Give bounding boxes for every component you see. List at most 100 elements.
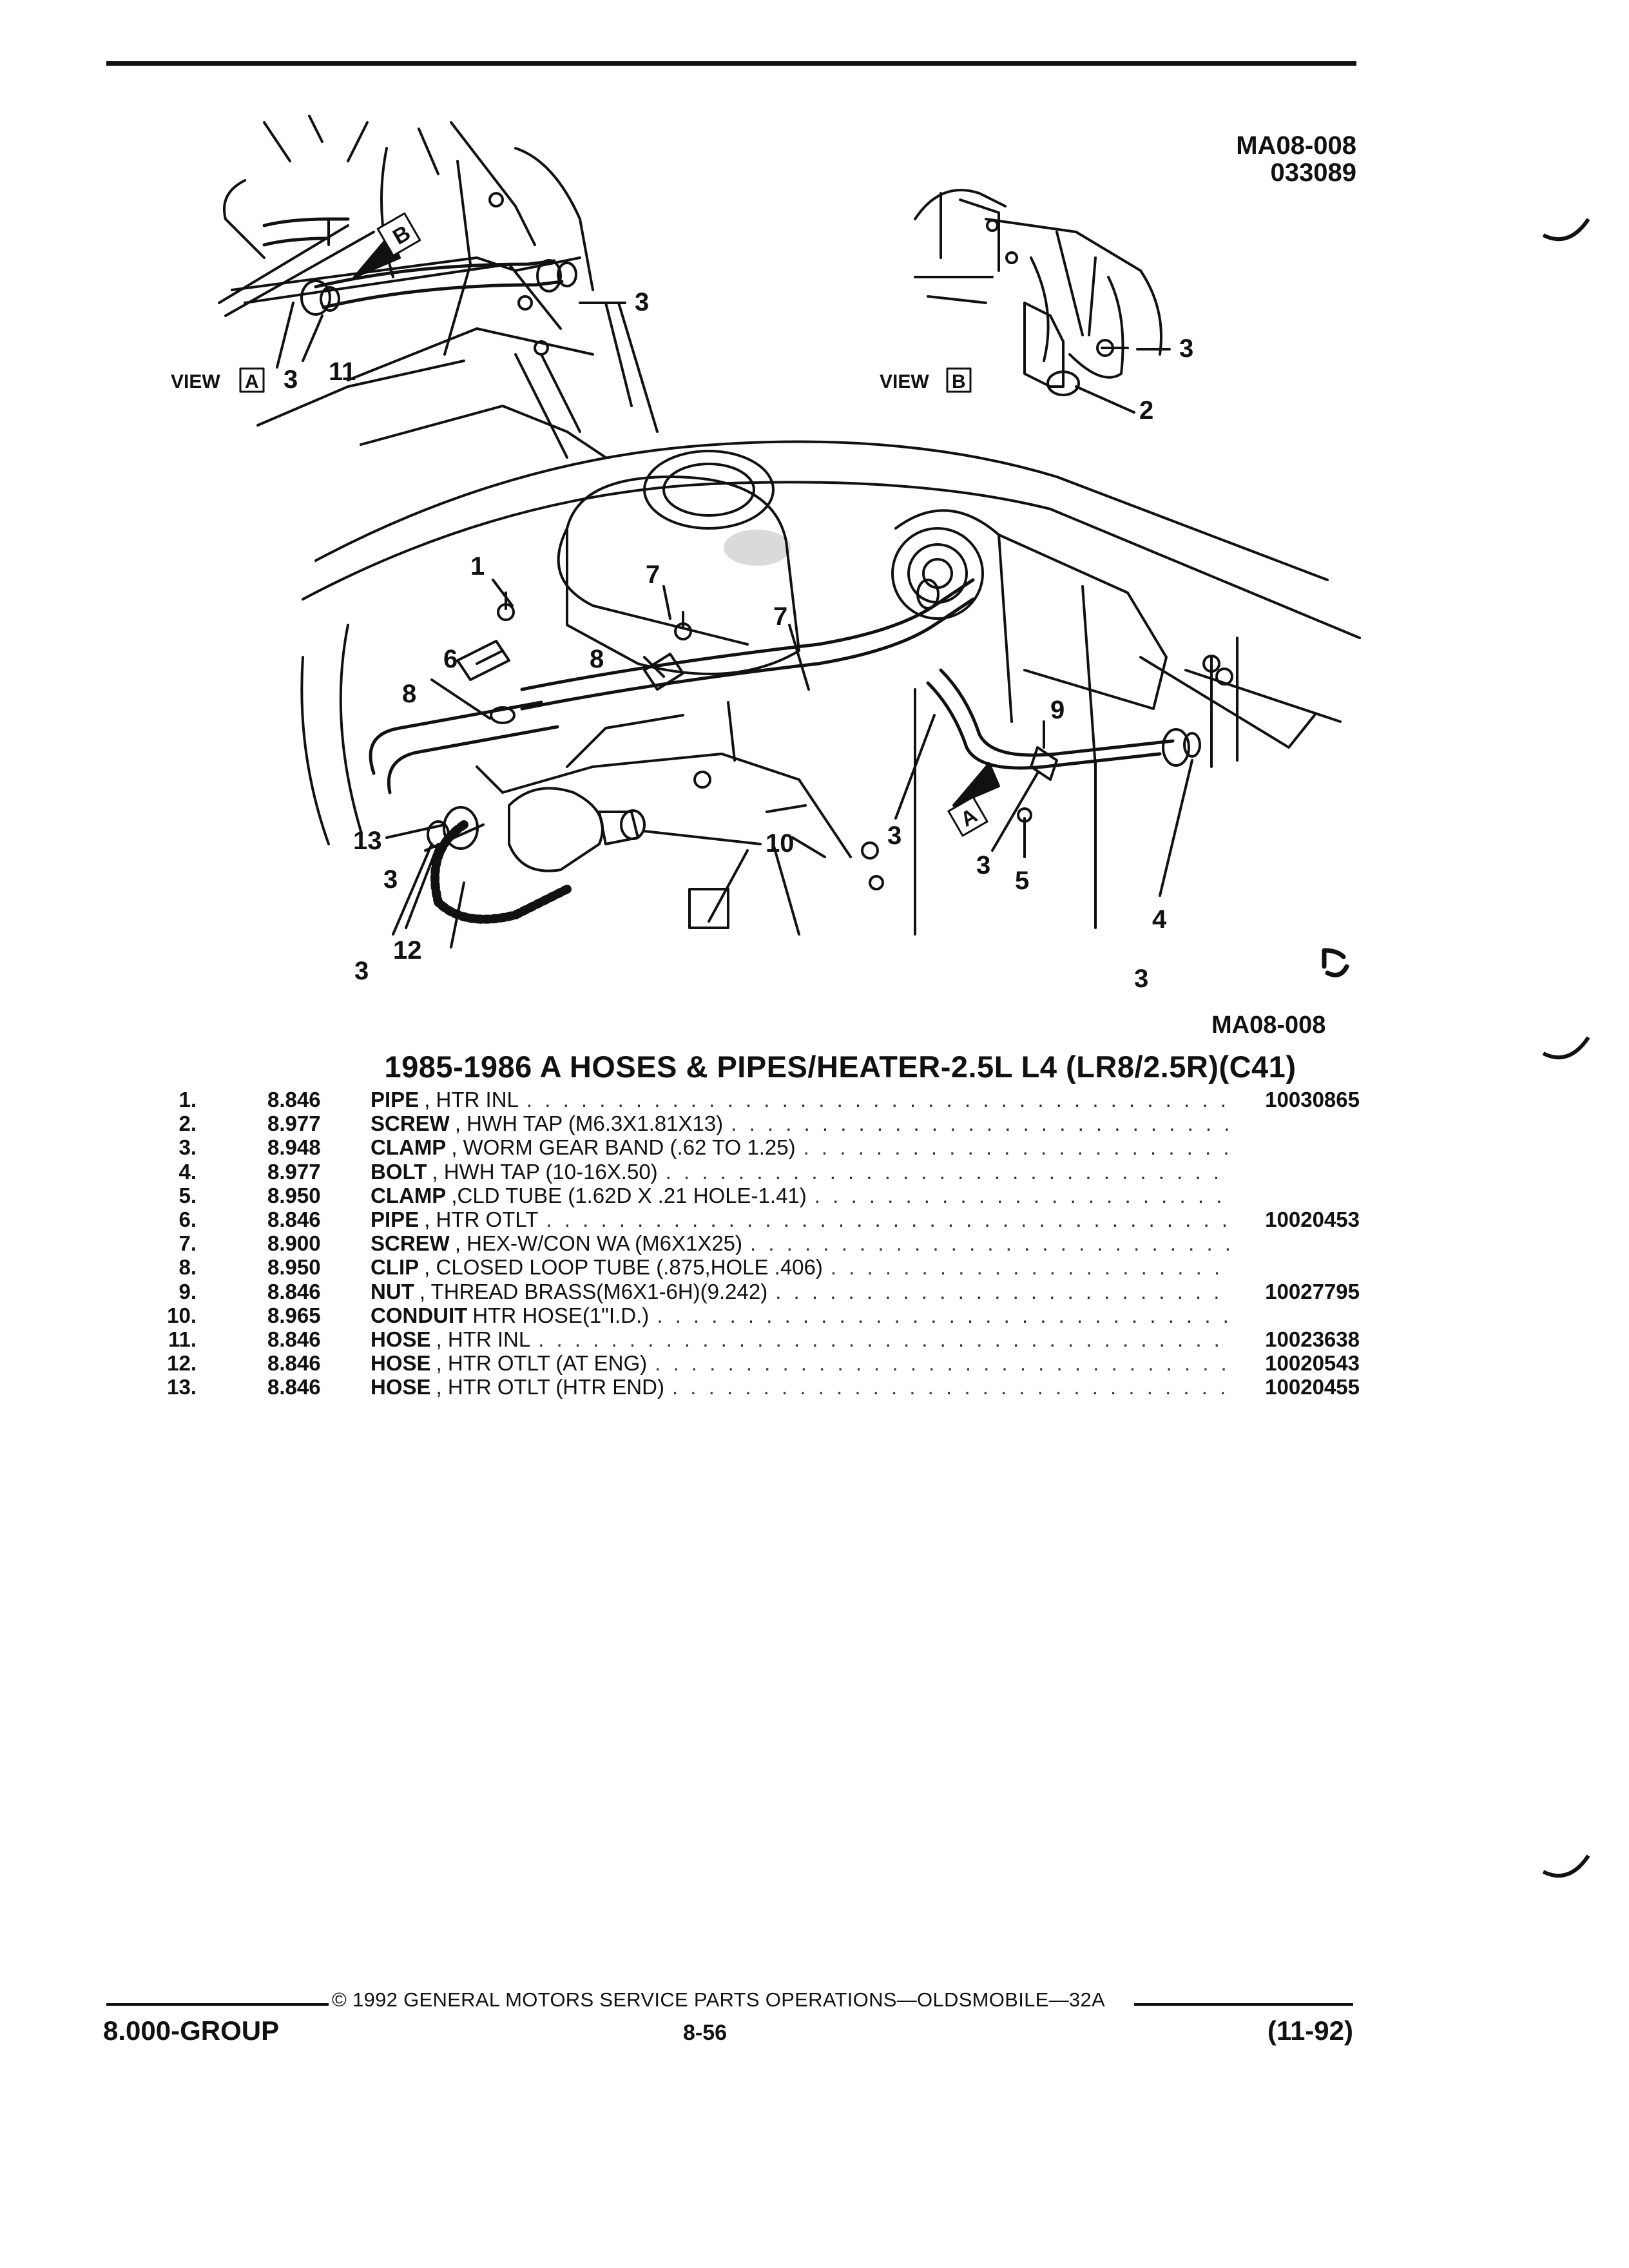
part-name: HOSE	[371, 1375, 431, 1399]
part-number-index: 1.	[178, 1088, 197, 1111]
part-description: , HTR OTLT (AT ENG)	[436, 1351, 648, 1376]
part-group-code: 8.846	[267, 1327, 321, 1351]
part-name: NUT	[371, 1279, 414, 1303]
callout: 3	[635, 288, 649, 316]
part-group-code: 8.846	[267, 1207, 321, 1231]
part-group-code: 8.846	[267, 1279, 321, 1303]
leader-dots	[815, 1184, 1229, 1207]
part-description: ,CLD TUBE (1.62D X .21 HOLE-1.41)	[451, 1183, 807, 1207]
callout: 3	[284, 365, 298, 394]
callout: 12	[393, 936, 422, 965]
parts-list-row: 13. 8.846 HOSE, HTR OTLT (HTR END) 10020455	[151, 1375, 1360, 1399]
view-a-letter: A	[245, 371, 259, 392]
part-description: , HTR INL	[424, 1088, 519, 1111]
part-description: , THREAD BRASS(M6X1-6H)(9.242)	[419, 1279, 768, 1303]
parts-list-title: 1985-1986 A HOSES & PIPES/HEATER-2.5L L4…	[384, 1050, 1296, 1084]
callout: 2	[1139, 396, 1153, 425]
part-number-index: 4.	[178, 1159, 197, 1184]
figure-code-top: MA08-008 033089	[1228, 132, 1356, 186]
margin-mark	[1542, 218, 1590, 242]
leader-dots	[538, 1327, 1229, 1351]
margin-mark	[1542, 1854, 1590, 1878]
part-description: , HEX-W/CON WA (M6X1X25)	[454, 1231, 743, 1256]
part-group-code: 8.950	[267, 1255, 321, 1280]
part-description: , HTR INL	[436, 1327, 531, 1351]
part-number-index: 8.	[178, 1255, 197, 1280]
callout: 3	[887, 822, 901, 850]
part-number: 10020455	[1265, 1375, 1360, 1399]
view-b-letter: B	[952, 371, 966, 392]
part-name: HOSE	[371, 1327, 431, 1351]
figure-code-line: MA08-008	[1236, 131, 1356, 160]
leader-dots	[666, 1160, 1229, 1184]
callout: 8	[590, 645, 604, 673]
part-description: , HTR OTLT	[424, 1207, 539, 1231]
callout: 3	[354, 957, 369, 985]
view-b-label: VIEW	[880, 371, 929, 392]
parts-list-row: 11. 8.846 HOSE, HTR INL 10023638	[151, 1327, 1360, 1351]
view-b-inset: 3 2 VIEW B	[880, 189, 1193, 425]
part-number: 10030865	[1265, 1088, 1360, 1111]
part-number: 10020453	[1265, 1207, 1360, 1231]
callout: 9	[1050, 696, 1065, 724]
leader-dots	[831, 1255, 1229, 1279]
part-description: , HTR OTLT (HTR END)	[436, 1375, 664, 1399]
leader-dots	[657, 1303, 1229, 1327]
callout: 8	[402, 680, 416, 708]
part-group-code: 8.977	[267, 1111, 321, 1136]
callout: 5	[1015, 867, 1029, 895]
footer-date: (11-92)	[1267, 2015, 1353, 2046]
part-number-index: 13.	[167, 1375, 197, 1399]
part-name: CONDUIT	[371, 1303, 468, 1327]
callout: 6	[443, 645, 458, 673]
part-group-code: 8.900	[267, 1231, 321, 1256]
part-name: SCREW	[371, 1231, 450, 1256]
part-group-code: 8.846	[267, 1088, 321, 1111]
callout: 1	[470, 552, 485, 581]
part-number: 10027795	[1265, 1279, 1360, 1303]
callout: 4	[1152, 905, 1167, 934]
part-name: HOSE	[371, 1351, 431, 1376]
footer-rule	[106, 2003, 329, 2006]
part-group-code: 8.846	[267, 1375, 321, 1399]
part-number-index: 11.	[168, 1327, 197, 1351]
leader-dots	[526, 1088, 1229, 1111]
callout: 13	[353, 827, 382, 855]
top-rule	[106, 61, 1356, 66]
leader-dots	[655, 1351, 1229, 1375]
part-group-code: 8.950	[267, 1183, 321, 1207]
margin-mark	[1542, 1036, 1590, 1060]
figure-code-bottom: MA08-008	[1211, 1012, 1326, 1039]
parts-list-row: 5. 8.950 CLAMP,CLD TUBE (1.62D X .21 HOLE-…	[151, 1184, 1360, 1207]
main-view: A 1 7 7 6 8 8 9 13 3 3 12 10 3 5 4 3 3	[300, 440, 1361, 993]
view-a-label: VIEW	[171, 371, 220, 392]
leader-dots	[804, 1135, 1229, 1159]
part-description: HTR HOSE(1"I.D.)	[472, 1303, 650, 1327]
callout: 11	[329, 358, 356, 386]
footer-group: 8.000-GROUP	[103, 2015, 280, 2046]
part-group-code: 8.846	[267, 1351, 321, 1376]
part-name: CLAMP	[371, 1183, 447, 1207]
view-a-inset: B 3 3 11 VIEW A	[171, 115, 659, 459]
footer-rule	[1134, 2003, 1353, 2006]
part-name: PIPE	[371, 1207, 419, 1231]
part-description: , CLOSED LOOP TUBE (.875,HOLE .406)	[424, 1255, 823, 1280]
part-number-index: 5.	[178, 1183, 197, 1207]
footer-copyright: © 1992 GENERAL MOTORS SERVICE PARTS OPER…	[332, 1988, 1105, 2011]
part-number: 10023638	[1265, 1327, 1360, 1351]
figure-code-line: 033089	[1270, 159, 1356, 187]
part-number-index: 3.	[178, 1135, 197, 1160]
part-group-code: 8.948	[267, 1135, 321, 1160]
leader-dots	[672, 1375, 1229, 1399]
callout: 3	[1134, 965, 1148, 993]
leader-dots	[546, 1207, 1229, 1231]
callout: 7	[646, 561, 660, 589]
